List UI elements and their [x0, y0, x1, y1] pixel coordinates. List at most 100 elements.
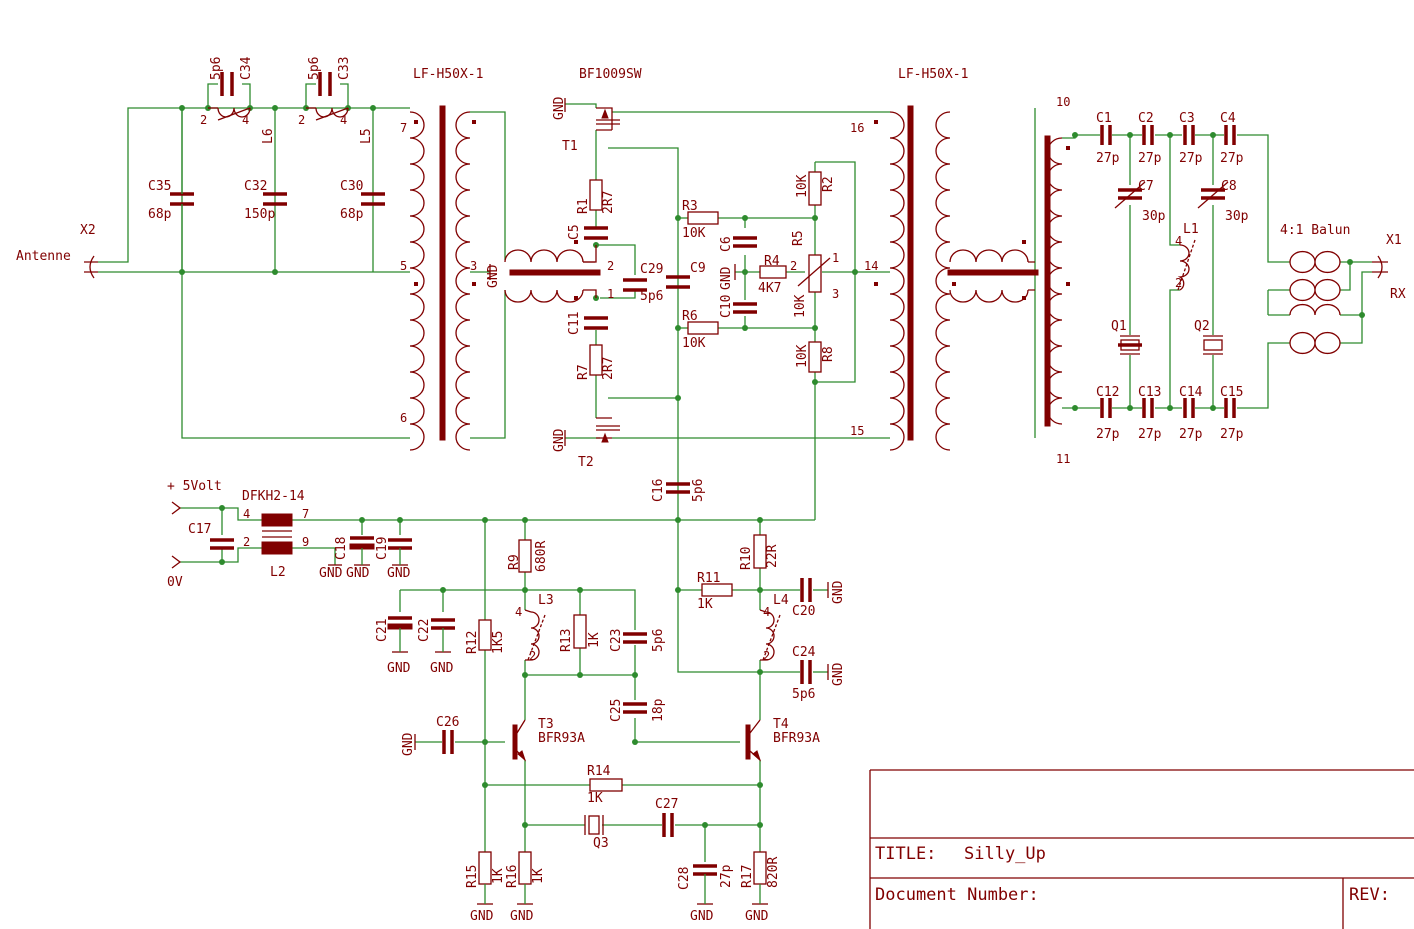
c2-value: 27p	[1138, 151, 1162, 166]
title-value: Silly_Up	[964, 844, 1046, 864]
pin-10: 10	[1056, 95, 1070, 109]
l5-pin2: 2	[298, 113, 305, 127]
choke-name: L2	[270, 565, 286, 580]
l5-pin4: 4	[340, 113, 347, 127]
c4-label: C4	[1220, 111, 1236, 126]
q3-label: Q3	[593, 836, 609, 851]
gnd-r16: GND	[510, 909, 534, 924]
r14-label: R14	[587, 764, 611, 779]
transformer-right	[874, 105, 1070, 451]
r16-label: R16	[505, 865, 520, 888]
pin-6: 6	[400, 411, 407, 425]
r4-value: 4K7	[758, 281, 781, 296]
title-block-frame	[869, 769, 1414, 929]
pin-5: 5	[400, 259, 407, 273]
r2-value: 10K	[795, 174, 810, 198]
choke-pin7: 7	[302, 507, 309, 521]
r6-label: R6	[682, 309, 698, 324]
c25-value: 18p	[651, 698, 666, 722]
c13-value: 27p	[1138, 427, 1162, 442]
c12-label: C12	[1096, 385, 1119, 400]
c5-label: C5	[567, 224, 582, 240]
c28-label: C28	[677, 867, 692, 890]
c32-value: 150p	[244, 207, 275, 222]
c14-label: C14	[1179, 385, 1203, 400]
c30-label: C30	[340, 179, 363, 194]
c35-value: 68p	[148, 207, 172, 222]
c13-label: C13	[1138, 385, 1161, 400]
r13-value: 1K	[587, 632, 602, 648]
r17-value: 820R	[766, 857, 781, 888]
t3-value: BFR93A	[538, 731, 585, 746]
gnd-c20: GND	[831, 580, 846, 604]
pin-14: 14	[864, 259, 878, 273]
c35-label: C35	[148, 179, 171, 194]
l6-pin2: 2	[200, 113, 207, 127]
c29-value: 5p6	[640, 289, 663, 304]
l4-label: L4	[773, 593, 789, 608]
t3-label: T3	[538, 717, 554, 732]
l1-pin2: 2	[1175, 276, 1182, 290]
r17-label: R17	[740, 865, 755, 888]
gnd-xfmr: GND	[486, 264, 501, 288]
c7-value: 30p	[1142, 209, 1166, 224]
c25-label: C25	[609, 699, 624, 722]
bjts	[512, 719, 762, 762]
l5-label: L5	[359, 128, 374, 144]
c10-label: C10	[719, 295, 734, 318]
r9-label: R9	[507, 554, 522, 570]
pin-15: 15	[850, 424, 864, 438]
c9-label: C9	[690, 261, 706, 276]
r7-value: 2R7	[601, 357, 616, 380]
gnd-r17: GND	[745, 909, 769, 924]
c8-value: 30p	[1225, 209, 1249, 224]
crystals	[584, 335, 1223, 835]
c2-label: C2	[1138, 111, 1154, 126]
gnd-c26: GND	[401, 732, 416, 756]
gnd-r4: GND	[719, 266, 734, 290]
r5-pin1: 1	[832, 251, 839, 265]
r9-value: 680R	[534, 541, 549, 572]
c26-label: C26	[436, 715, 459, 730]
c3-label: C3	[1179, 111, 1195, 126]
q1-label: Q1	[1111, 319, 1127, 334]
r1-label: R1	[576, 198, 591, 214]
supply-label: + 5Volt	[167, 479, 222, 494]
wires	[98, 83, 1372, 862]
l1-label: L1	[1183, 222, 1199, 237]
c27-label: C27	[655, 797, 678, 812]
r5-pin3: 3	[832, 287, 839, 301]
l4-pin4: 4	[763, 605, 770, 619]
r16-value: 1K	[531, 868, 546, 884]
c12-value: 27p	[1096, 427, 1120, 442]
r10-label: R10	[739, 547, 754, 570]
t4-label: T4	[773, 717, 789, 732]
r15-value: 1K	[491, 868, 506, 884]
x1-label: X1	[1386, 233, 1402, 248]
c1-label: C1	[1096, 111, 1112, 126]
c15-label: C15	[1220, 385, 1243, 400]
rx-label: RX	[1390, 287, 1406, 302]
xfmr-left-part: LF-H50X-1	[413, 67, 483, 82]
r5-label: R5	[791, 230, 806, 246]
l4-pin2: 2	[763, 649, 770, 663]
zero-volt-label: 0V	[167, 575, 183, 590]
t1-label: T1	[562, 139, 578, 154]
c32-label: C32	[244, 179, 267, 194]
c24-label: C24	[792, 645, 816, 660]
connector-x2	[84, 255, 98, 279]
pin-2-mix: 2	[607, 259, 614, 273]
balun	[1289, 250, 1341, 355]
gnd-t1: GND	[552, 96, 567, 120]
antenna-label: Antenne	[16, 249, 71, 264]
mosfets	[596, 107, 620, 443]
pin-3: 3	[470, 259, 477, 273]
c34-label: C34	[239, 56, 254, 80]
x2-label: X2	[80, 223, 96, 238]
gnd-c28: GND	[690, 909, 714, 924]
ground-bars	[171, 98, 829, 905]
l6-pin4: 4	[242, 113, 249, 127]
document-number-label: Document Number:	[875, 885, 1039, 905]
gnd-t2: GND	[552, 428, 567, 452]
